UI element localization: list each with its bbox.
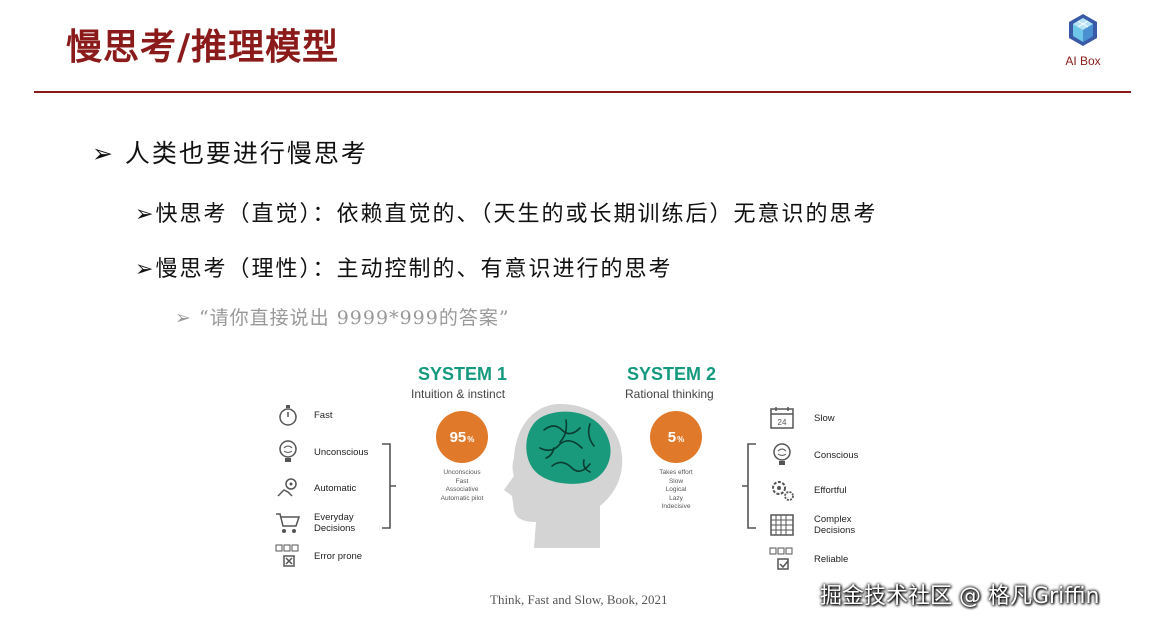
head-silhouette-icon [504,404,623,548]
system1-trait: Associative [445,486,479,493]
system2-item: Reliable [768,546,848,572]
figure-caption: Think, Fast and Slow, Book, 2021 [490,592,668,607]
brain-bulb-icon [274,439,302,465]
system1-item: Unconscious [274,439,368,465]
cube-logo-icon [1069,14,1097,46]
system1-percent: 95 [449,428,467,446]
bullet-slow: ➢慢思考（理性）：主动控制的、有意识进行的思考 [135,251,672,283]
calendar-icon: 24 [768,405,796,431]
watermark: 掘金技术社区 @ 格凡Griffin [820,584,1100,609]
system1-item-label: Error prone [314,550,363,562]
gears-hand-icon [274,475,302,501]
bullet-fast: ➢快思考（直觉）：依赖直觉的、（天生的或长期训练后）无意识的思考 [135,196,877,228]
right-bracket [742,443,756,529]
system2-item: Conscious [768,442,858,468]
system1-item-label: Fast [314,409,333,421]
system1-item-label: Everyday Decisions [314,512,356,534]
left-bracket [382,443,396,529]
system1-item-label: Unconscious [314,446,369,458]
system1-title: SYSTEM 1 [418,364,508,384]
system1-item: Everyday Decisions [274,510,355,536]
system2-percent-sign: % [677,434,685,444]
system2-item-label: Conscious [814,449,859,461]
system1-percent-badge: 95% [436,411,488,463]
system2-item: Effortful [768,477,847,503]
system2-trait: Takes effort [659,469,693,476]
system1-system2-figure: SYSTEM 1 Intuition & instinct 95% Uncons… [268,355,868,580]
stopwatch-icon [274,402,302,428]
system1-trait: Unconscious [443,469,481,476]
system1-trait: Automatic pilot [440,494,484,502]
arrow-bullet-icon: ➢ [135,257,156,282]
system2-item-label: Complex Decisions [814,514,856,536]
bullet-main: ➢ 人类也要进行慢思考 [92,134,368,170]
system2-trait: Logical [665,486,687,493]
bullet-fast-text: 快思考（直觉）：依赖直觉的、（天生的或长期训练后）无意识的思考 [155,202,878,227]
check-checkbox-icon [768,546,796,572]
system1-traits: Unconscious Fast Associative Automatic p… [427,469,497,503]
brain-bulb-icon [768,442,796,468]
system1-item: Fast [274,402,332,428]
bullet-main-text: 人类也要进行慢思考 [124,139,368,168]
calendar-number: 24 [778,418,787,427]
system1-subtitle: Intuition & instinct [411,387,506,401]
arrow-bullet-icon: ➢ [175,307,192,329]
system2-trait: Lazy [669,494,683,502]
system2-subtitle: Rational thinking [625,387,714,401]
bullet-example-text: “请你直接说出 9999*999的答案” [198,307,510,329]
system1-item: Automatic [274,475,356,501]
system2-trait: Indecisive [661,503,691,510]
bullet-slow-text: 慢思考（理性）：主动控制的、有意识进行的思考 [155,257,673,282]
system1-item: Error prone [274,543,362,569]
error-checkbox-icon [274,543,302,569]
system2-percent-badge: 5% [650,411,702,463]
system2-title: SYSTEM 2 [627,364,717,384]
system2-percent: 5 [667,428,677,446]
gears-icon [768,477,796,503]
system2-traits: Takes effort Slow Logical Lazy Indecisiv… [641,469,711,512]
system2-item: 24 Slow [768,405,835,431]
system1-trait: Fast [455,477,469,485]
system2-item: Complex Decisions [768,512,855,538]
slide-title: 慢思考/推理模型 [66,27,340,68]
system1-percent-sign: % [467,434,475,444]
system2-item-label: Effortful [814,484,847,496]
system1-item-label: Automatic [314,482,357,494]
system2-trait: Slow [668,477,684,485]
grid-icon [768,512,796,538]
arrow-bullet-icon: ➢ [92,139,115,168]
arrow-bullet-icon: ➢ [135,202,156,227]
ai-box-logo: AI Box [1058,12,1108,68]
system2-item-label: Reliable [814,553,849,565]
title-divider [34,91,1131,93]
logo-text: AI Box [1065,54,1101,68]
shopping-cart-icon [274,510,302,536]
bullet-example: ➢ “请你直接说出 9999*999的答案” [175,303,510,330]
system2-item-label: Slow [814,412,835,424]
